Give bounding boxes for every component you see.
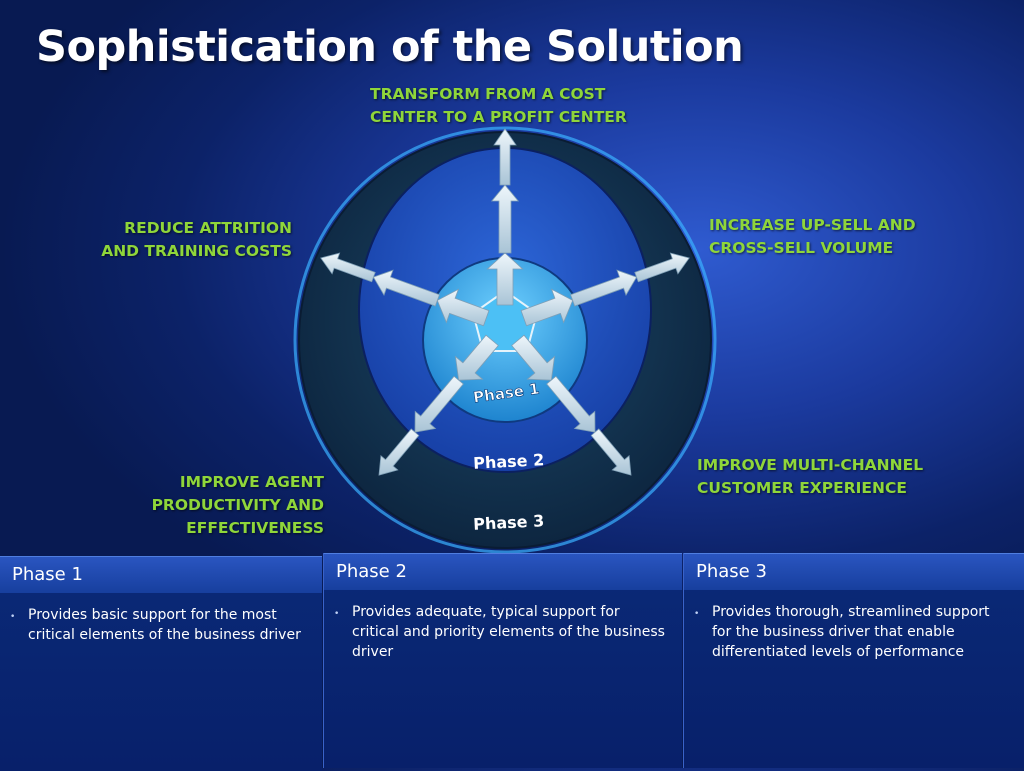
outer-arrow-lower-left [378,428,420,476]
middle-arrow-upper-left [372,269,440,307]
phase-cycle-diagram: Phase 1 Phase 2 Phase 3 [293,126,717,554]
ring-label-phase-3: Phase 3 [473,511,545,534]
phase-3-panel-title: Phase 3 [684,553,1024,590]
phase-1-panel: Phase 1 • Provides basic support for the… [0,556,322,771]
bullet-icon: • [334,609,340,619]
bullet-icon: • [694,609,700,619]
phase-1-panel-title: Phase 1 [0,556,322,593]
middle-arrow-top [490,184,520,254]
driver-label-upper-right: INCREASE UP-SELL AND CROSS-SELL VOLUME [709,216,916,257]
inner-arrow-lower-left [454,334,499,381]
inner-arrow-upper-right [520,288,574,327]
outer-arrow-top [493,128,517,186]
phase-1-description: Provides basic support for the most crit… [28,607,301,643]
bullet-icon: • [10,612,16,622]
outer-arrow-lower-right [590,428,632,476]
phase-2-panel-title: Phase 2 [324,553,682,590]
inner-arrow-lower-right [511,334,556,381]
outer-ring-glow [293,126,717,554]
phase-3-description: Provides thorough, streamlined support f… [712,604,990,660]
inner-arrow-top [486,252,524,306]
phase-2-description: Provides adequate, typical support for c… [352,604,665,660]
phase-2-panel: Phase 2 • Provides adequate, typical sup… [323,553,682,768]
ring-label-phase-2: Phase 2 [473,450,545,473]
outer-arrow-upper-right [634,252,690,283]
outer-arrow-upper-left [320,252,376,283]
middle-arrow-upper-right [570,269,638,307]
phase-3-panel: Phase 3 • Provides thorough, streamlined… [683,553,1024,768]
middle-arrow-lower-left [414,375,464,433]
driver-label-lower-right: IMPROVE MULTI-CHANNEL CUSTOMER EXPERIENC… [697,456,924,497]
driver-arrows [320,128,690,476]
driver-label-lower-left: IMPROVE AGENT PRODUCTIVITY AND EFFECTIVE… [151,473,324,537]
inner-arrow-upper-left [436,288,490,327]
driver-label-upper-left: REDUCE ATTRITION AND TRAINING COSTS [101,219,292,260]
slide-title: Sophistication of the Solution [36,22,744,72]
middle-arrow-lower-right [546,375,596,433]
driver-label-top: TRANSFORM FROM A COST CENTER TO A PROFIT… [370,85,627,126]
